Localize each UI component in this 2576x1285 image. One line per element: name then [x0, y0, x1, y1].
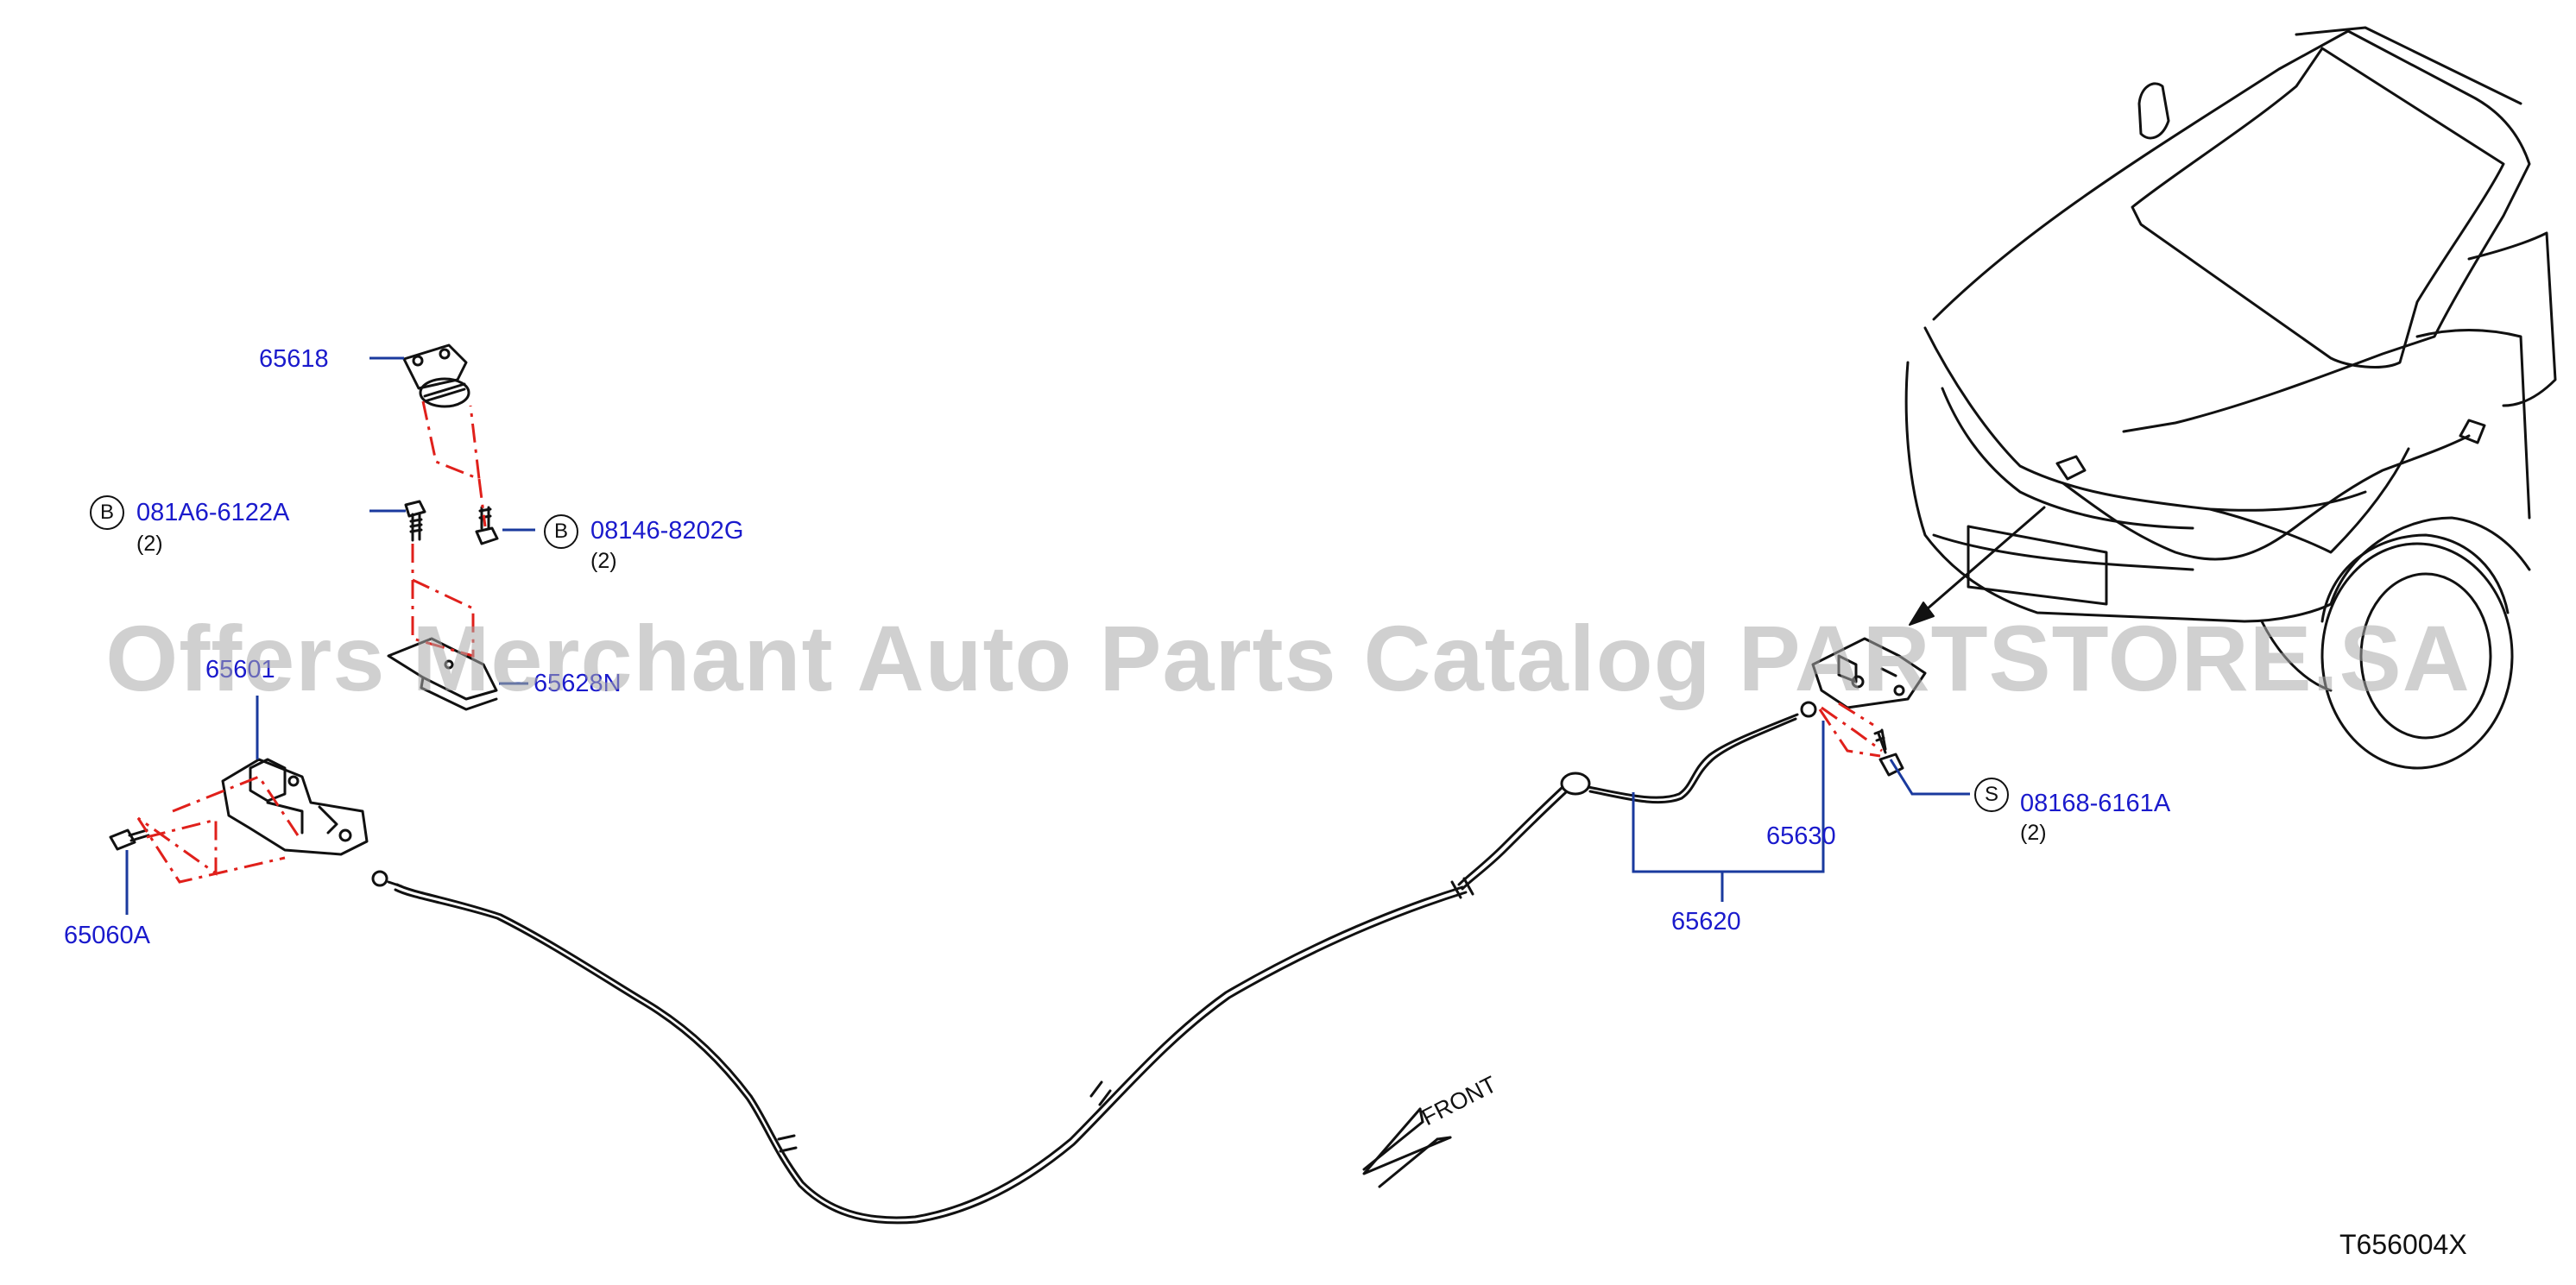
bolt-65060A — [109, 828, 150, 851]
cable-guide-65618 — [402, 343, 470, 408]
bolt-08146-8202G — [475, 506, 499, 545]
diagram-code: T656004X — [2339, 1229, 2467, 1260]
bolt-08168-6161A — [1873, 728, 1904, 777]
hood-latch-assembly — [1811, 637, 1927, 709]
callout-08168-6161A[interactable]: 08168-6161A — [2020, 790, 2171, 817]
callout-081A6-6122A[interactable]: 081A6-6122A — [136, 499, 290, 526]
vehicle-front-illustration — [1904, 26, 2557, 770]
callout-65060A[interactable]: 65060A — [64, 922, 150, 949]
callout-65601[interactable]: 65601 — [205, 656, 275, 683]
hood-release-handle — [221, 758, 369, 856]
callout-65628N[interactable]: 65628N — [534, 670, 622, 697]
callout-65620[interactable]: 65620 — [1671, 908, 1741, 935]
badge-b-08146: B — [544, 514, 578, 549]
bracket-65628N — [387, 637, 498, 711]
callout-65630[interactable]: 65630 — [1766, 822, 1836, 850]
callout-08146-8202G[interactable]: 08146-8202G — [590, 517, 744, 545]
quantity-081A6-6122A: (2) — [136, 532, 163, 556]
bolt-081A6-6122A — [404, 500, 426, 542]
watermark: Offers Merchant Auto Parts Catalog PARTS… — [105, 606, 2471, 710]
badge-s-08168: S — [1974, 778, 2009, 812]
leader-lines — [125, 356, 1970, 915]
front-arrow — [1362, 1107, 1452, 1188]
quantity-08168-6161A: (2) — [2020, 821, 2047, 845]
alignment-lines — [136, 400, 1883, 884]
callout-65618[interactable]: 65618 — [259, 345, 329, 373]
hood-release-cable — [371, 701, 1817, 1225]
quantity-08146-8202G: (2) — [590, 549, 617, 573]
badge-b-081A6: B — [90, 495, 124, 530]
